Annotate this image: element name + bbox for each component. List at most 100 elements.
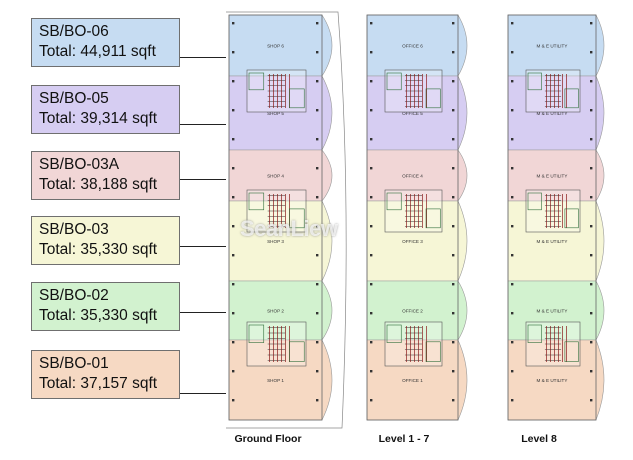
lot-total: Total: 35,330 sqft xyxy=(39,241,158,258)
structural-column xyxy=(452,167,455,170)
zone-label: SHOP 4 xyxy=(267,174,284,179)
structural-column xyxy=(590,341,593,344)
service-room xyxy=(425,88,441,109)
lot-total: Total: 39,314 sqft xyxy=(39,110,158,127)
structural-column xyxy=(370,196,373,199)
structural-column xyxy=(316,22,319,25)
structural-column xyxy=(452,283,455,286)
service-room xyxy=(564,341,579,362)
structural-column xyxy=(370,167,373,170)
leader-line xyxy=(180,179,226,181)
lot-code: SB/BO-02 xyxy=(39,287,109,304)
service-room xyxy=(289,208,305,229)
structural-column xyxy=(511,51,514,54)
structural-column xyxy=(511,109,514,112)
service-room xyxy=(564,208,579,229)
zone-label: SHOP 5 xyxy=(267,111,284,116)
structural-column xyxy=(452,312,455,315)
structural-column xyxy=(370,80,373,83)
structural-column xyxy=(452,370,455,373)
structural-column xyxy=(590,51,593,54)
structural-column xyxy=(511,254,514,257)
structural-column xyxy=(590,22,593,25)
plan-outline xyxy=(507,14,597,421)
zone-label: M & E UTILITY xyxy=(537,44,568,49)
structural-column xyxy=(590,225,593,228)
lot-code: SB/BO-03 xyxy=(39,221,109,238)
structural-column xyxy=(232,283,235,286)
leader-line xyxy=(180,57,226,59)
lot-code: SB/BO-06 xyxy=(39,23,109,40)
structural-column xyxy=(511,399,514,402)
structural-column xyxy=(590,399,593,402)
lot-total: Total: 38,188 sqft xyxy=(39,176,158,193)
zone-label: OFFICE 1 xyxy=(402,378,423,383)
zone-label: OFFICE 4 xyxy=(402,174,423,179)
structural-column xyxy=(232,80,235,83)
structural-column xyxy=(316,225,319,228)
structural-column xyxy=(370,399,373,402)
leader-line xyxy=(180,246,226,248)
service-room xyxy=(289,88,305,109)
structural-column xyxy=(590,196,593,199)
lot-total: Total: 35,330 sqft xyxy=(39,307,158,324)
service-room xyxy=(248,72,265,91)
structural-column xyxy=(370,370,373,373)
structural-column xyxy=(232,341,235,344)
structural-column xyxy=(452,80,455,83)
structural-column xyxy=(232,51,235,54)
zone-label: M & E UTILITY xyxy=(537,239,568,244)
plan-outline xyxy=(366,14,459,421)
structural-column xyxy=(232,254,235,257)
structural-column xyxy=(232,312,235,315)
watermark: SeanLiew xyxy=(240,216,338,241)
service-room xyxy=(248,324,265,343)
structural-column xyxy=(511,312,514,315)
structural-column xyxy=(452,109,455,112)
plan-outline xyxy=(228,14,323,421)
structural-column xyxy=(232,138,235,141)
structural-column xyxy=(590,80,593,83)
structural-column xyxy=(590,254,593,257)
structural-column xyxy=(316,138,319,141)
structural-column xyxy=(316,399,319,402)
structural-column xyxy=(316,312,319,315)
structural-column xyxy=(232,167,235,170)
structural-column xyxy=(316,196,319,199)
structural-column xyxy=(452,399,455,402)
lot-total: Total: 37,157 sqft xyxy=(39,375,158,392)
structural-column xyxy=(370,312,373,315)
structural-column xyxy=(316,254,319,257)
leader-line xyxy=(180,312,226,314)
service-room xyxy=(248,192,265,211)
structural-column xyxy=(511,22,514,25)
service-room xyxy=(527,72,542,91)
structural-column xyxy=(316,167,319,170)
service-room xyxy=(564,88,579,109)
zone-label: M & E UTILITY xyxy=(537,309,568,314)
structural-column xyxy=(452,196,455,199)
service-room xyxy=(386,192,402,211)
structural-column xyxy=(370,225,373,228)
zone-label: OFFICE 2 xyxy=(402,309,423,314)
structural-column xyxy=(511,167,514,170)
service-room xyxy=(527,324,542,343)
service-room xyxy=(289,341,305,362)
zone-label: SHOP 2 xyxy=(267,309,284,314)
structural-column xyxy=(316,109,319,112)
structural-column xyxy=(511,80,514,83)
structural-column xyxy=(590,138,593,141)
leader-line xyxy=(180,124,226,126)
lot-code: SB/BO-01 xyxy=(39,355,109,372)
service-room xyxy=(425,208,441,229)
structural-column xyxy=(370,341,373,344)
structural-column xyxy=(511,370,514,373)
leader-line xyxy=(180,393,226,395)
service-room xyxy=(425,341,441,362)
structural-column xyxy=(452,341,455,344)
